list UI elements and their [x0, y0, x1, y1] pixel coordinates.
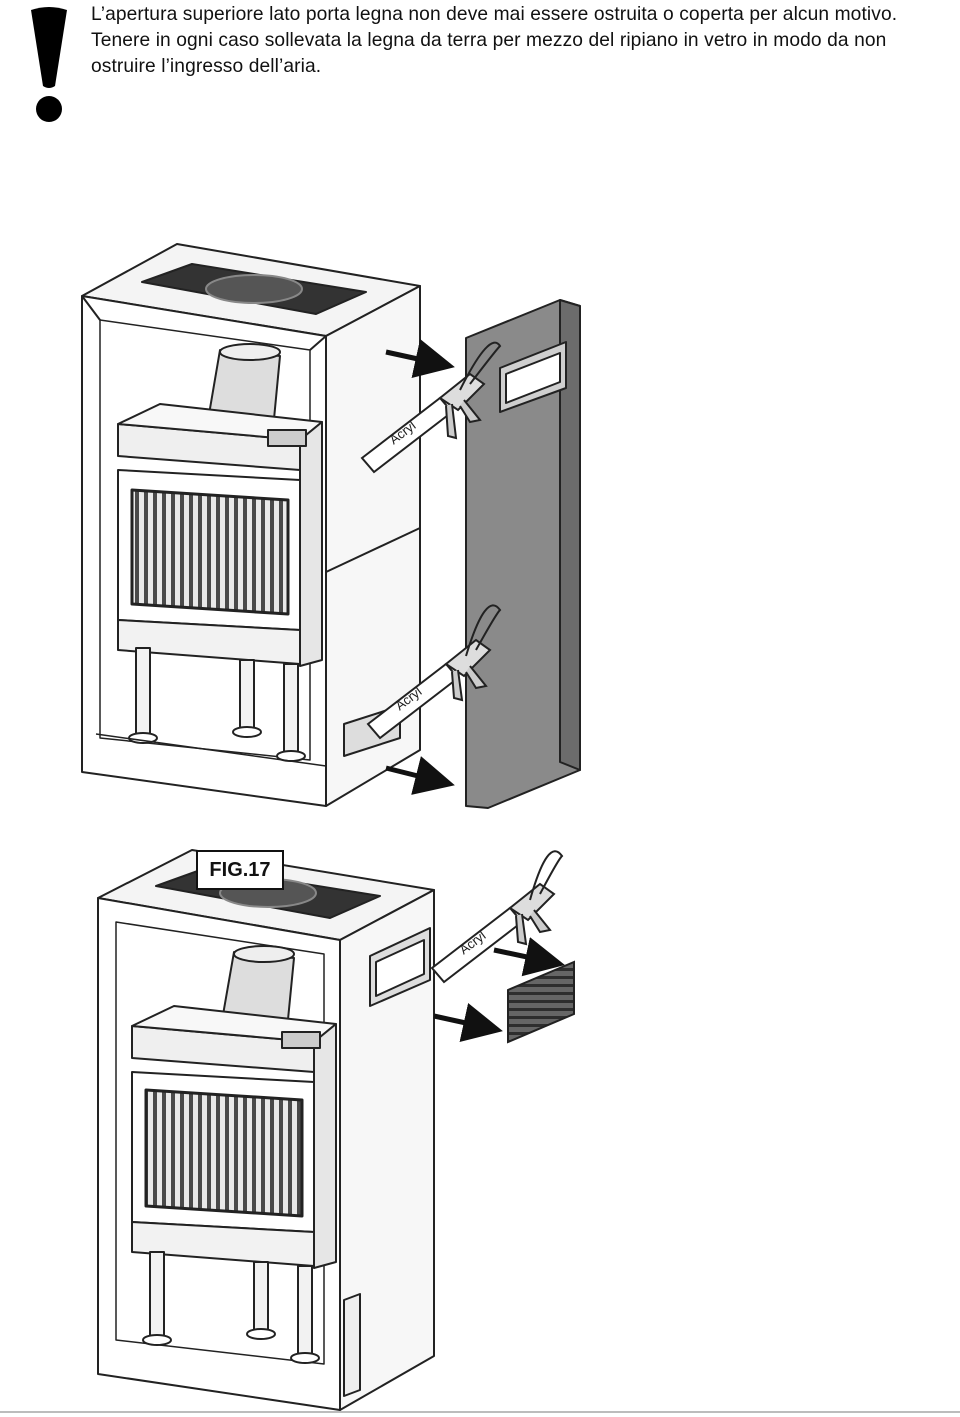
footer-divider: [0, 1411, 960, 1413]
lower-stove-view: [97, 849, 435, 1411]
arrow-bottom-upper: [493, 937, 565, 977]
arrow-top-lower: [385, 756, 455, 795]
vent-grille: [507, 960, 575, 1044]
warning-exclamation-icon: [31, 7, 67, 122]
side-panel: [465, 299, 581, 809]
arrow-top-upper: [385, 338, 455, 379]
sealant-gun-bottom: Acryl: [366, 604, 502, 740]
safety-notice: L’apertura superiore lato porta legna no…: [91, 2, 957, 80]
sealant-gun-top: Acryl: [360, 341, 502, 474]
figure-label: FIG.17: [196, 850, 284, 890]
notice-line-2: Tenere in ogni caso sollevata la legna d…: [91, 30, 887, 51]
notice-line-1: L’apertura superiore lato porta legna no…: [91, 4, 898, 25]
notice-line-3: ostruire l’ingresso dell’aria.: [91, 56, 322, 77]
upper-stove-view: [81, 243, 421, 807]
arrow-bottom-lower: [433, 1002, 503, 1043]
